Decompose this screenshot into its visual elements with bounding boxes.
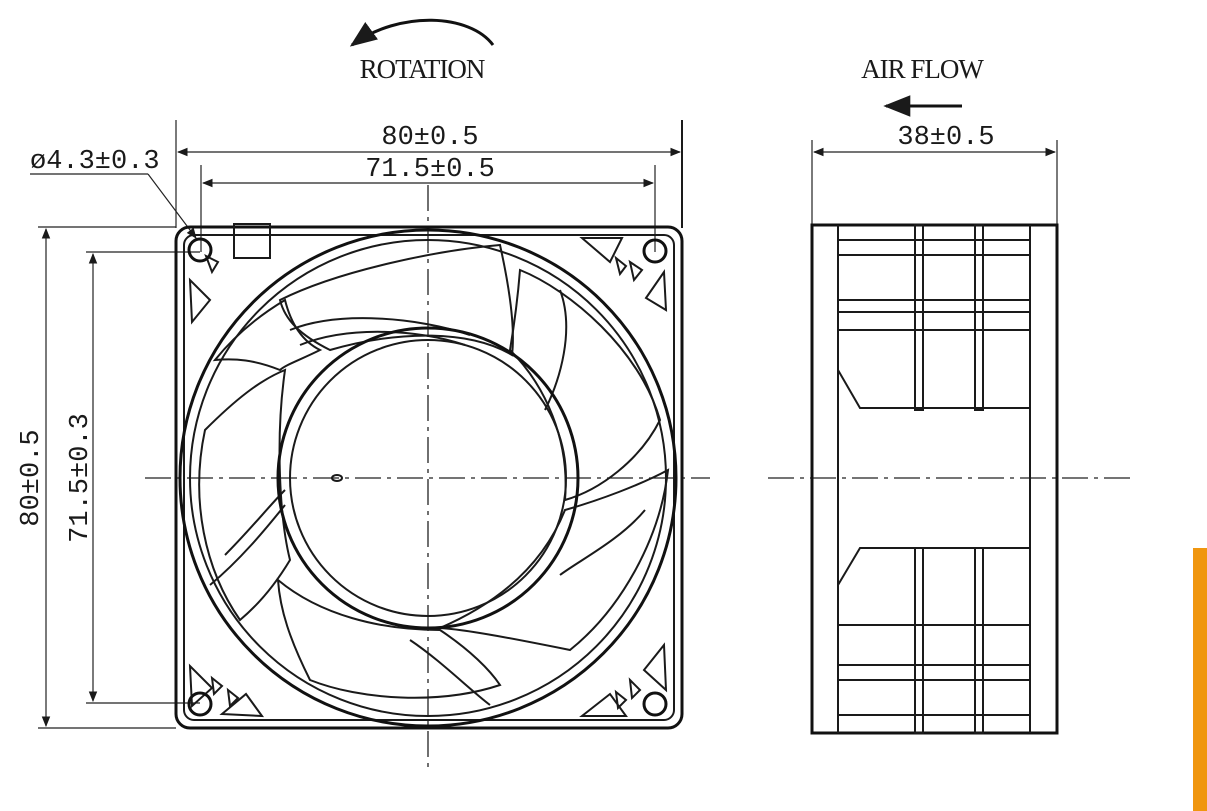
side-bottom-fins: [837, 547, 1030, 734]
frame-corner-webs: [183, 234, 675, 721]
airflow-label: AIR FLOW: [861, 54, 984, 84]
front-view: ROTATION 80±0.5 71.5±0.5 ø4.3±0.3 80±0.5…: [17, 18, 710, 772]
fan-frame-outer: [174, 225, 684, 730]
wire-tab: [233, 223, 271, 259]
hole-pitch-width-dim-text: 71.5±0.5: [365, 155, 495, 185]
fan-blades: [198, 243, 670, 699]
mounting-hole-bottom-left: [187, 691, 213, 717]
hub-center-mark: [331, 474, 343, 482]
mounting-hole-top-left: [187, 237, 213, 263]
hole-pitch-height-dim-text: 71.5±0.3: [66, 413, 96, 543]
mounting-hole-top-right: [642, 238, 668, 264]
side-top-fins: [837, 224, 1030, 411]
outer-height-dim-text: 80±0.5: [17, 429, 47, 526]
motor-hub-inner: [289, 339, 567, 617]
depth-dim-text: 38±0.5: [897, 123, 994, 153]
fan-frame-inner: [183, 234, 675, 721]
rotation-label: ROTATION: [360, 54, 485, 84]
outer-width-dim-text: 80±0.5: [381, 123, 478, 153]
side-view: AIR FLOW 38±0.5: [768, 54, 1130, 735]
side-body-outline: [810, 223, 1059, 735]
rotation-arrow-icon: [349, 18, 495, 47]
hole-dim-text: ø4.3±0.3: [30, 147, 160, 177]
venturi-outer-ring: [178, 228, 678, 728]
motor-hub-outer: [276, 326, 580, 630]
mounting-hole-bottom-right: [642, 691, 668, 717]
accent-bar: [1193, 548, 1207, 811]
